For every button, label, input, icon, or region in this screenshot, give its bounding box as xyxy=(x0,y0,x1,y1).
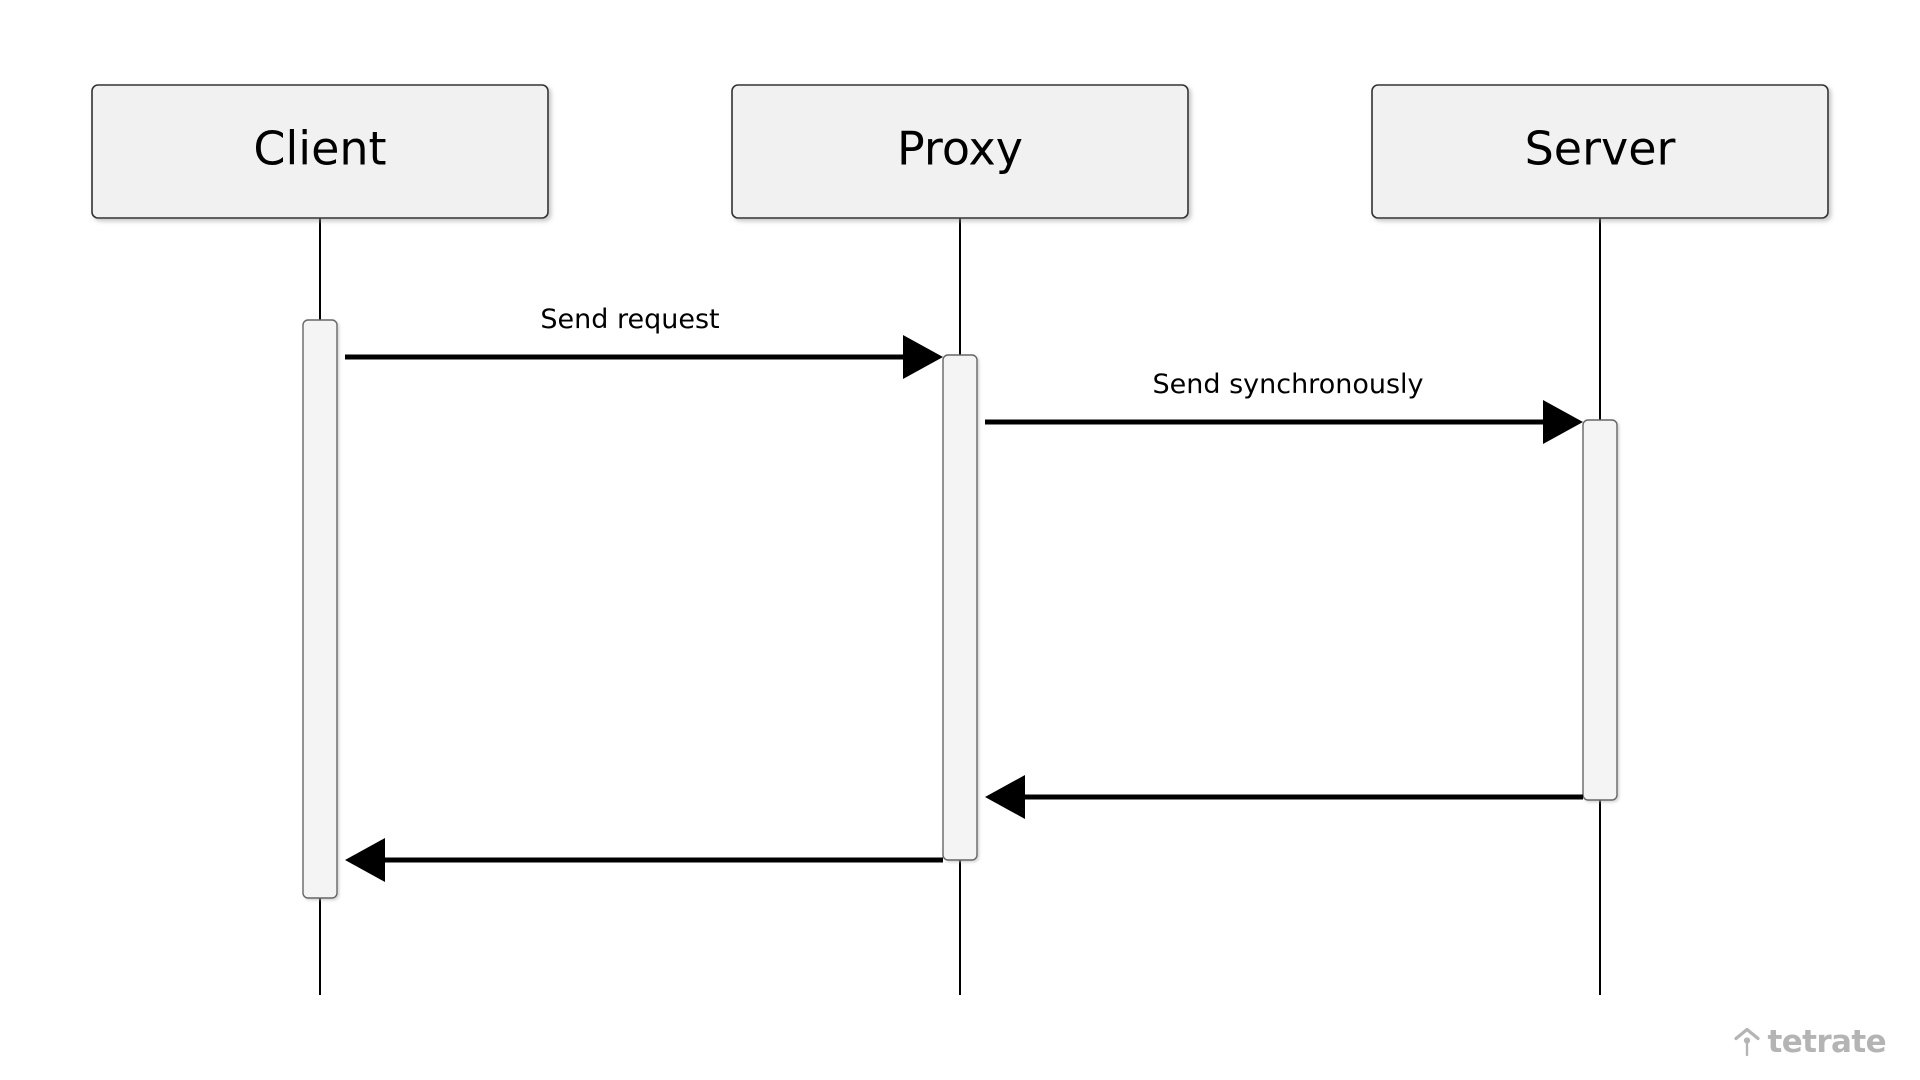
participant-box-server[interactable] xyxy=(1371,84,1829,219)
activation-bar-proxy[interactable] xyxy=(942,354,978,861)
participant-box-proxy[interactable] xyxy=(731,84,1189,219)
activation-bar-server[interactable] xyxy=(1582,419,1618,801)
activation-bar-client[interactable] xyxy=(302,319,338,899)
arrow-head-right-send-synchronously xyxy=(1543,400,1583,444)
message-server-return[interactable] xyxy=(985,775,1583,819)
participant-client[interactable]: Client xyxy=(91,84,549,219)
arrow-head-left-proxy-return xyxy=(345,838,385,882)
tetrate-watermark: tetrate xyxy=(1734,1024,1887,1060)
participant-box-client[interactable] xyxy=(91,84,549,219)
activations-group xyxy=(302,319,1618,899)
participant-label-client: Client xyxy=(253,122,386,176)
arrow-head-left-server-return xyxy=(985,775,1025,819)
message-label-send-request: Send request xyxy=(540,304,719,335)
participant-server[interactable]: Server xyxy=(1371,84,1829,219)
participant-proxy[interactable]: Proxy xyxy=(731,84,1189,219)
tetrate-logo-mark-icon xyxy=(1734,1027,1761,1056)
message-send-request[interactable]: Send request xyxy=(345,304,943,379)
message-send-synchronously[interactable]: Send synchronously xyxy=(985,369,1583,444)
arrow-head-right-send-request xyxy=(903,335,943,379)
tetrate-wordmark: tetrate xyxy=(1767,1024,1886,1060)
message-label-send-synchronously: Send synchronously xyxy=(1152,369,1423,400)
participant-label-proxy: Proxy xyxy=(897,122,1023,176)
message-proxy-return[interactable] xyxy=(345,838,943,882)
participant-label-server: Server xyxy=(1525,122,1676,176)
